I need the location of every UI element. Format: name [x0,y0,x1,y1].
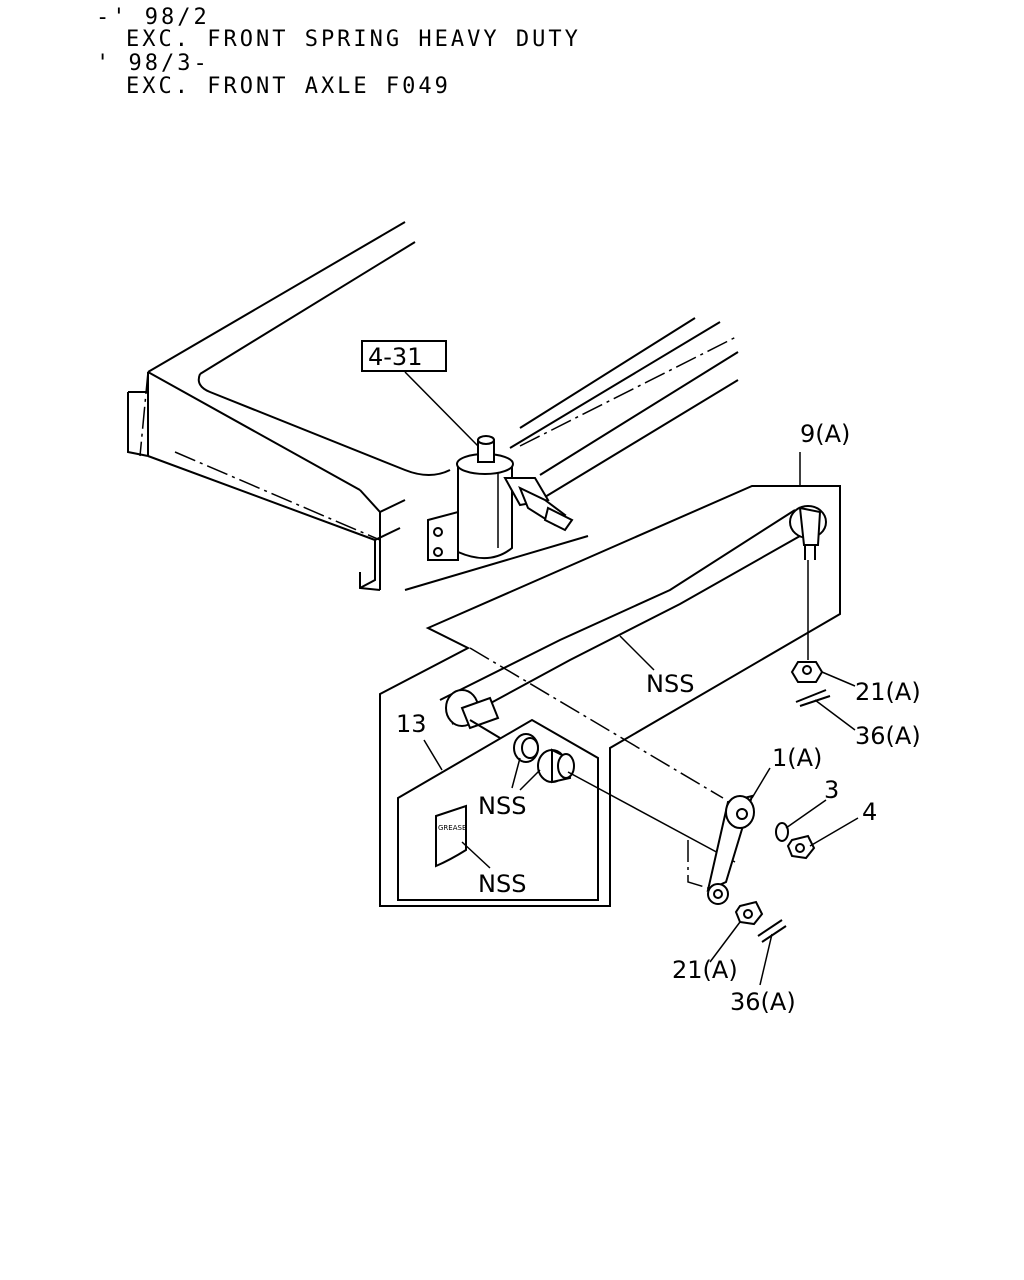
applicability-notes: -' 98/2 EXC. FRONT SPRING HEAVY DUTY ' 9… [0,0,1024,110]
callouts: 9(A) NSS 21(A) 36(A) 13 NSS NSS 1(A) 3 4… [396,420,921,1016]
callout-nss-kit: NSS [478,792,526,820]
drag-link [439,505,827,739]
callout-part-36-upper: 36(A) [855,722,921,750]
callout-part-1: 1(A) [772,744,822,772]
reference-box: 4-31 [361,340,479,447]
note-exception-2: EXC. FRONT AXLE F049 [126,74,451,99]
seal-and-bushing [511,733,736,863]
leader-lines [619,452,859,986]
pitman-arm [687,767,771,905]
grease-label: GREASE [438,824,466,832]
washer-3 [775,822,789,842]
frame-rail [127,221,739,591]
kit-box [397,718,599,901]
note-date-range-2: ' 98/3- [96,51,210,76]
callout-part-21-upper: 21(A) [855,678,921,706]
callout-part-3: 3 [824,776,839,804]
fasteners [734,661,831,943]
callout-nss-rod: NSS [646,670,694,698]
callout-part-13: 13 [396,710,427,738]
callout-part-9: 9(A) [800,420,850,448]
steering-gear [427,435,574,561]
callout-part-21-lower: 21(A) [672,956,738,984]
callout-nss-grease: NSS [478,870,526,898]
callout-part-36-lower: 36(A) [730,988,796,1016]
note-date-range-1: -' 98/2 [96,5,210,30]
note-exception-1: EXC. FRONT SPRING HEAVY DUTY [126,27,581,52]
parts-group-outline [379,485,841,907]
cotter-pin-lower [757,919,787,943]
cotter-pin-upper [795,689,831,707]
callout-part-4: 4 [862,798,877,826]
grease-packet: GREASE [435,804,491,869]
reference-label: 4-31 [368,343,422,371]
